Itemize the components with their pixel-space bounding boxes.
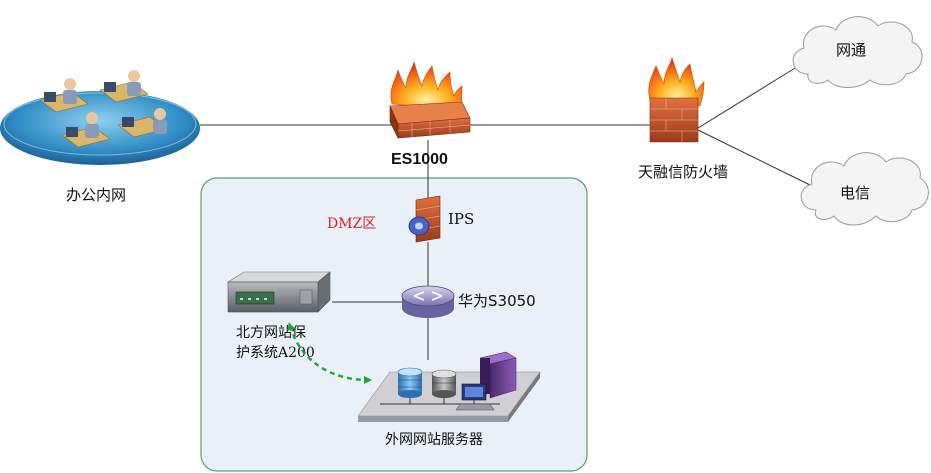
switch-icon [401,285,455,318]
tianrongxin-firewall-icon [648,56,705,143]
link-tianrongxin-wangtong [697,64,801,129]
dashed-arrow [287,322,372,384]
connection-lines [200,64,811,360]
protection-appliance-icon [226,271,331,313]
wangtong-cloud-icon [792,16,923,88]
es1000-firewall-icon [389,60,471,139]
dianxin-label: 电信 [840,184,870,202]
wangtong-label: 网通 [836,41,866,59]
servers-label: 外网网站服务器 [385,432,483,448]
dianxin-cloud-icon [800,152,929,226]
dmz-label: DMZ区 [327,216,376,232]
office-lan-icon [0,70,200,165]
switch-label: 华为S3050 [458,292,536,310]
link-tianrongxin-dianxin [697,129,811,186]
server-rack-icon [357,351,541,422]
ips-icon [408,195,441,243]
tianrongxin-label: 天融信防火墙 [638,163,728,181]
office-label: 办公内网 [66,186,126,204]
es1000-label: ES1000 [391,151,448,168]
ips-label: IPS [448,210,474,228]
